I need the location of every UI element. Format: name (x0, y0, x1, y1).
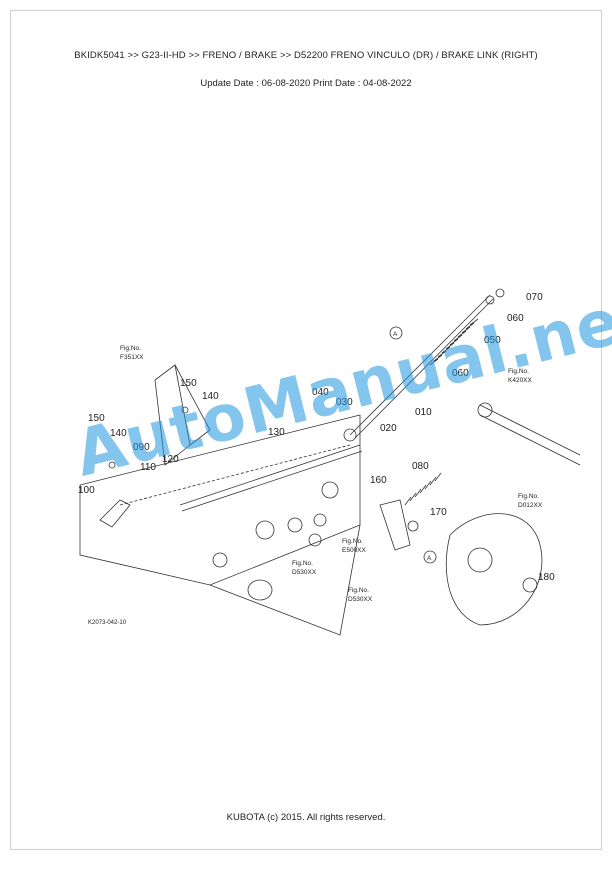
part-label: 070 (526, 292, 543, 303)
part-label: 130 (268, 427, 285, 438)
fig-ref-label: Fig.No. (342, 538, 363, 545)
part-label: 030 (336, 397, 353, 408)
part-label: 140 (202, 391, 219, 402)
fig-ref-label: Fig.No. (292, 560, 313, 567)
part-label: 100 (78, 485, 95, 496)
brake-rod (179, 444, 361, 506)
hub-d012 (445, 513, 543, 626)
parts-diagram: 070 060 050 060 010 040 030 020 080 160 … (78, 288, 581, 636)
part-label: 080 (412, 461, 429, 472)
callout-label: A (427, 555, 432, 562)
fig-ref-code: K420XX (508, 377, 533, 384)
part-label: 160 (370, 475, 387, 486)
part-label: 040 (312, 387, 329, 398)
fig-ref-code: D530XX (348, 596, 373, 603)
part-label: 140 (110, 428, 127, 439)
page-frame (10, 10, 602, 850)
part-label: 010 (415, 407, 432, 418)
lever-160 (379, 499, 411, 551)
part-label: 060 (452, 368, 469, 379)
bushing (247, 579, 273, 601)
callout-a-top (389, 326, 403, 340)
callout-label: A (393, 331, 398, 338)
part-label: 050 (484, 335, 501, 346)
part-label: 150 (88, 413, 105, 424)
fig-ref-code: D530XX (292, 569, 317, 576)
spring-080 (404, 472, 442, 506)
part-label: 180 (538, 572, 555, 583)
fig-ref-code: F351XX (120, 354, 144, 361)
part-label: 020 (380, 423, 397, 434)
callout-a-bottom (423, 550, 437, 564)
part-label: 120 (162, 454, 179, 465)
frame-plate (79, 414, 361, 586)
part-label: 170 (430, 507, 447, 518)
part-label: 060 (507, 313, 524, 324)
fig-ref-label: Fig.No. (120, 345, 141, 352)
part-label: 090 (133, 442, 150, 453)
o-ring-180 (522, 577, 538, 593)
spring-050 (429, 318, 479, 366)
part-label: 150 (180, 378, 197, 389)
link-arm (99, 499, 131, 528)
drawing-code: K2073-042-10 (88, 620, 127, 626)
copyright-footer: KUBOTA (c) 2015. All rights reserved. (226, 812, 386, 823)
part-label: 110 (140, 462, 156, 473)
update-print-dates: Update Date : 06-08-2020 Print Date : 04… (200, 78, 412, 89)
shaft-k420 (479, 404, 581, 456)
fig-ref-label: Fig.No. (348, 587, 369, 594)
breadcrumb-path: BKIDK5041 >> G23-II-HD >> FRENO / BRAKE … (74, 50, 538, 61)
fig-ref-code: E500XX (342, 547, 367, 554)
fig-ref-label: Fig.No. (518, 493, 539, 500)
fig-ref-label: Fig.No. (508, 368, 529, 375)
rod-010 (349, 294, 491, 436)
fig-ref-code: D012XX (518, 502, 543, 509)
